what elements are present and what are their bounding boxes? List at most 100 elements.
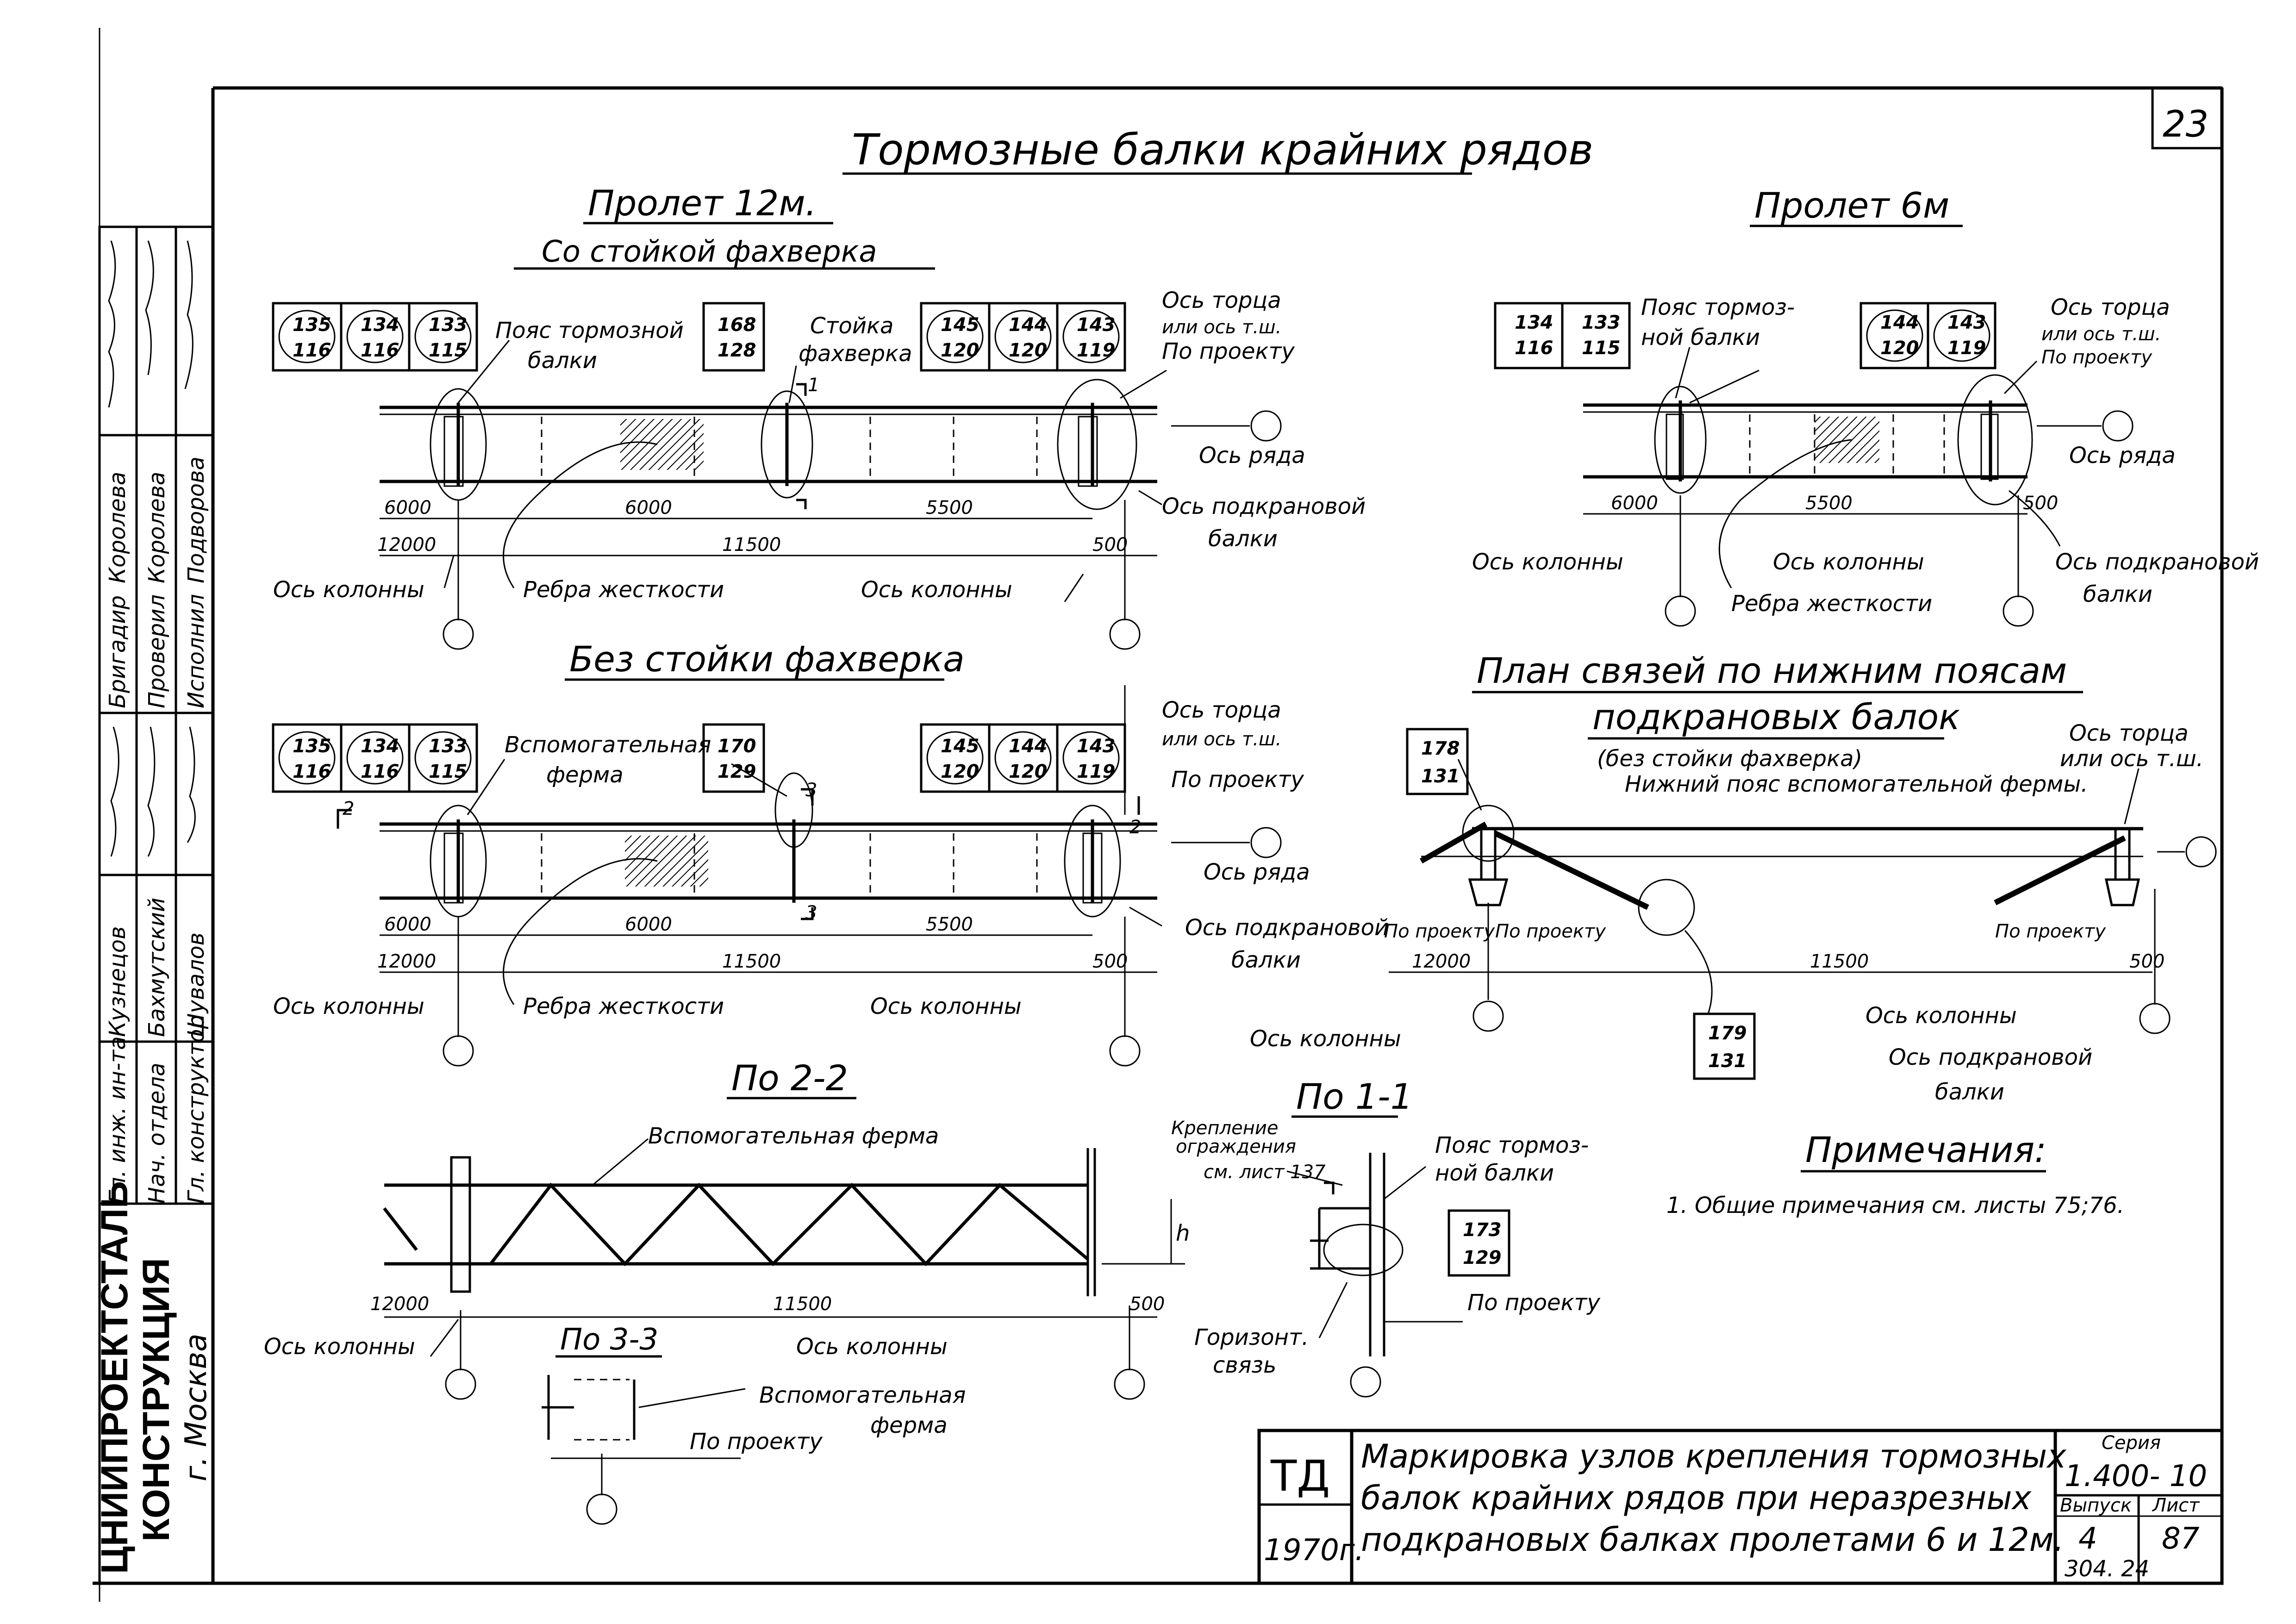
label: По проекту — [2041, 347, 2152, 368]
box-labels-without-post: 135 116 134 116 133 115 170 129 145 120 … — [293, 736, 1116, 782]
label: Ось колонны — [870, 993, 1022, 1019]
seria-value: 1.400- 10 — [2065, 1459, 2207, 1493]
node-number: 133 — [1582, 312, 1621, 333]
plan-lower-chord: Нижний пояс вспомогательной фермы. — [1625, 771, 2088, 797]
stamp-name: Королева — [144, 472, 170, 583]
node-number: 116 — [293, 761, 331, 782]
span12-without-post-subtitle: Без стойки фахверка — [569, 638, 965, 680]
node-number: 131 — [1708, 1050, 1747, 1072]
label: Ось торца — [1162, 287, 1281, 313]
box-labels-with-post: 135 116 134 116 133 115 168 128 145 120 … — [293, 314, 1116, 361]
dimension: 12000 — [377, 534, 436, 556]
node-number: 131 — [1421, 766, 1460, 787]
label: По проекту — [1467, 1290, 1600, 1316]
label: Крепление — [1171, 1118, 1278, 1139]
notes-title: Примечания: — [1805, 1129, 2046, 1170]
dimension: 12000 — [370, 1293, 429, 1315]
label: Ось колонны — [264, 1334, 415, 1360]
label: Ось колонны — [861, 577, 1012, 603]
label: Ось колонны — [796, 1334, 948, 1360]
dimension: 11500 — [722, 951, 781, 972]
node-number: 115 — [429, 761, 468, 782]
label: Ось колонны — [273, 577, 424, 603]
label: По проекту — [1384, 921, 1495, 942]
node-number: 178 — [1421, 738, 1460, 759]
label: Ось подкрановой — [1162, 493, 1366, 519]
label: ограждения — [1176, 1136, 1296, 1157]
labels-without-post: Вспомогательная ферма Ось торца или ось … — [273, 697, 1389, 1019]
node-number: 116 — [361, 761, 399, 782]
labels-span6: 134 116 133 115 144 120 143 119 Пояс тор… — [1472, 294, 2259, 617]
label: Ось торца — [2051, 294, 2170, 320]
label: балки — [1208, 526, 1278, 552]
node-number: 179 — [1708, 1023, 1747, 1044]
span6-title: Пролет 6м — [1754, 185, 1949, 226]
node-number: 119 — [1947, 337, 1986, 359]
node-number: 143 — [1077, 314, 1116, 336]
node-number: 115 — [1582, 337, 1621, 359]
dimension: 6000 — [384, 914, 431, 935]
cut-mark: 1 — [808, 375, 819, 396]
note-item: 1. Общие примечания см. листы 75;76. — [1666, 1193, 2124, 1218]
label: балки — [2083, 581, 2152, 607]
section33-title: По 3-3 — [560, 1323, 658, 1357]
plan-bracing — [1389, 759, 2217, 1034]
cut-mark: 2 — [1129, 817, 1141, 838]
label: ферма — [546, 762, 624, 788]
dimension: 12000 — [377, 951, 436, 972]
label: связь — [1213, 1352, 1276, 1378]
title-line: балок крайних рядов при неразрезных — [1361, 1479, 2032, 1517]
label: Ось ряда — [1204, 859, 1310, 885]
elevation-with-post — [380, 340, 1282, 650]
node-number: 120 — [1009, 761, 1048, 782]
label: Вспомогательная ферма — [648, 1123, 939, 1149]
cut-mark: 3 — [805, 902, 817, 924]
elevation-without-post — [337, 685, 1282, 1067]
label: или ось т.ш. — [1162, 317, 1281, 338]
label: ферма — [870, 1412, 948, 1438]
section33-drawing — [542, 1375, 746, 1525]
label: Ось ряда — [1199, 443, 1305, 468]
node-number: 120 — [1880, 337, 1919, 359]
extra-number: 304. 24 — [2065, 1556, 2149, 1582]
dimension: 11500 — [773, 1293, 832, 1315]
label: Стойка — [810, 313, 893, 339]
dimension: 6000 — [625, 497, 672, 518]
node-number: 119 — [1077, 340, 1116, 361]
list-label: Лист — [2152, 1495, 2200, 1516]
node-number: 134 — [361, 314, 399, 336]
label: Ось торца — [1162, 697, 1281, 723]
dimension: 500 — [2129, 951, 2165, 972]
dimension: 12000 — [1412, 951, 1471, 972]
node-number: 135 — [293, 736, 331, 757]
node-number: 134 — [1515, 312, 1554, 333]
title-block — [1257, 1429, 2224, 1585]
section11-drawing — [1286, 1153, 1510, 1398]
span12-title: Пролет 12м. — [588, 182, 817, 224]
label: или ось т.ш. — [2041, 324, 2161, 345]
label: Ребра жесткости — [523, 993, 724, 1019]
dimension: 500 — [1092, 951, 1128, 972]
label: Ось колонны — [1472, 549, 1623, 575]
year: 1970г. — [1264, 1533, 1364, 1568]
label: ной балки — [1641, 325, 1760, 350]
vypusk-value: 4 — [2078, 1522, 2097, 1556]
stamp-name: Бахмутский — [144, 898, 170, 1037]
stamp-role: Гл. инж. ин-та — [105, 1036, 131, 1204]
stamp-role: Проверил — [144, 594, 170, 708]
dimension: 11500 — [1810, 951, 1869, 972]
node-number: 134 — [361, 736, 399, 757]
dimension: 500 — [2023, 493, 2058, 514]
dimension: 5500 — [1805, 493, 1853, 514]
label: см. лист 137 — [1204, 1162, 1326, 1183]
org-city: г. Москва — [179, 1334, 213, 1481]
node-number: 170 — [718, 736, 756, 757]
section11-labels: Крепление ограждения см. лист 137 Пояс т… — [1171, 1118, 1600, 1378]
node-number: 144 — [1880, 312, 1919, 333]
plan-labels: 178 131 179 131 Ось торца или ось т.ш. П… — [1250, 720, 2203, 1105]
label: Вспомогательная — [759, 1382, 966, 1408]
node-number: 144 — [1009, 314, 1048, 336]
dimension: 5500 — [926, 497, 973, 518]
seria-label: Серия — [2102, 1432, 2161, 1454]
